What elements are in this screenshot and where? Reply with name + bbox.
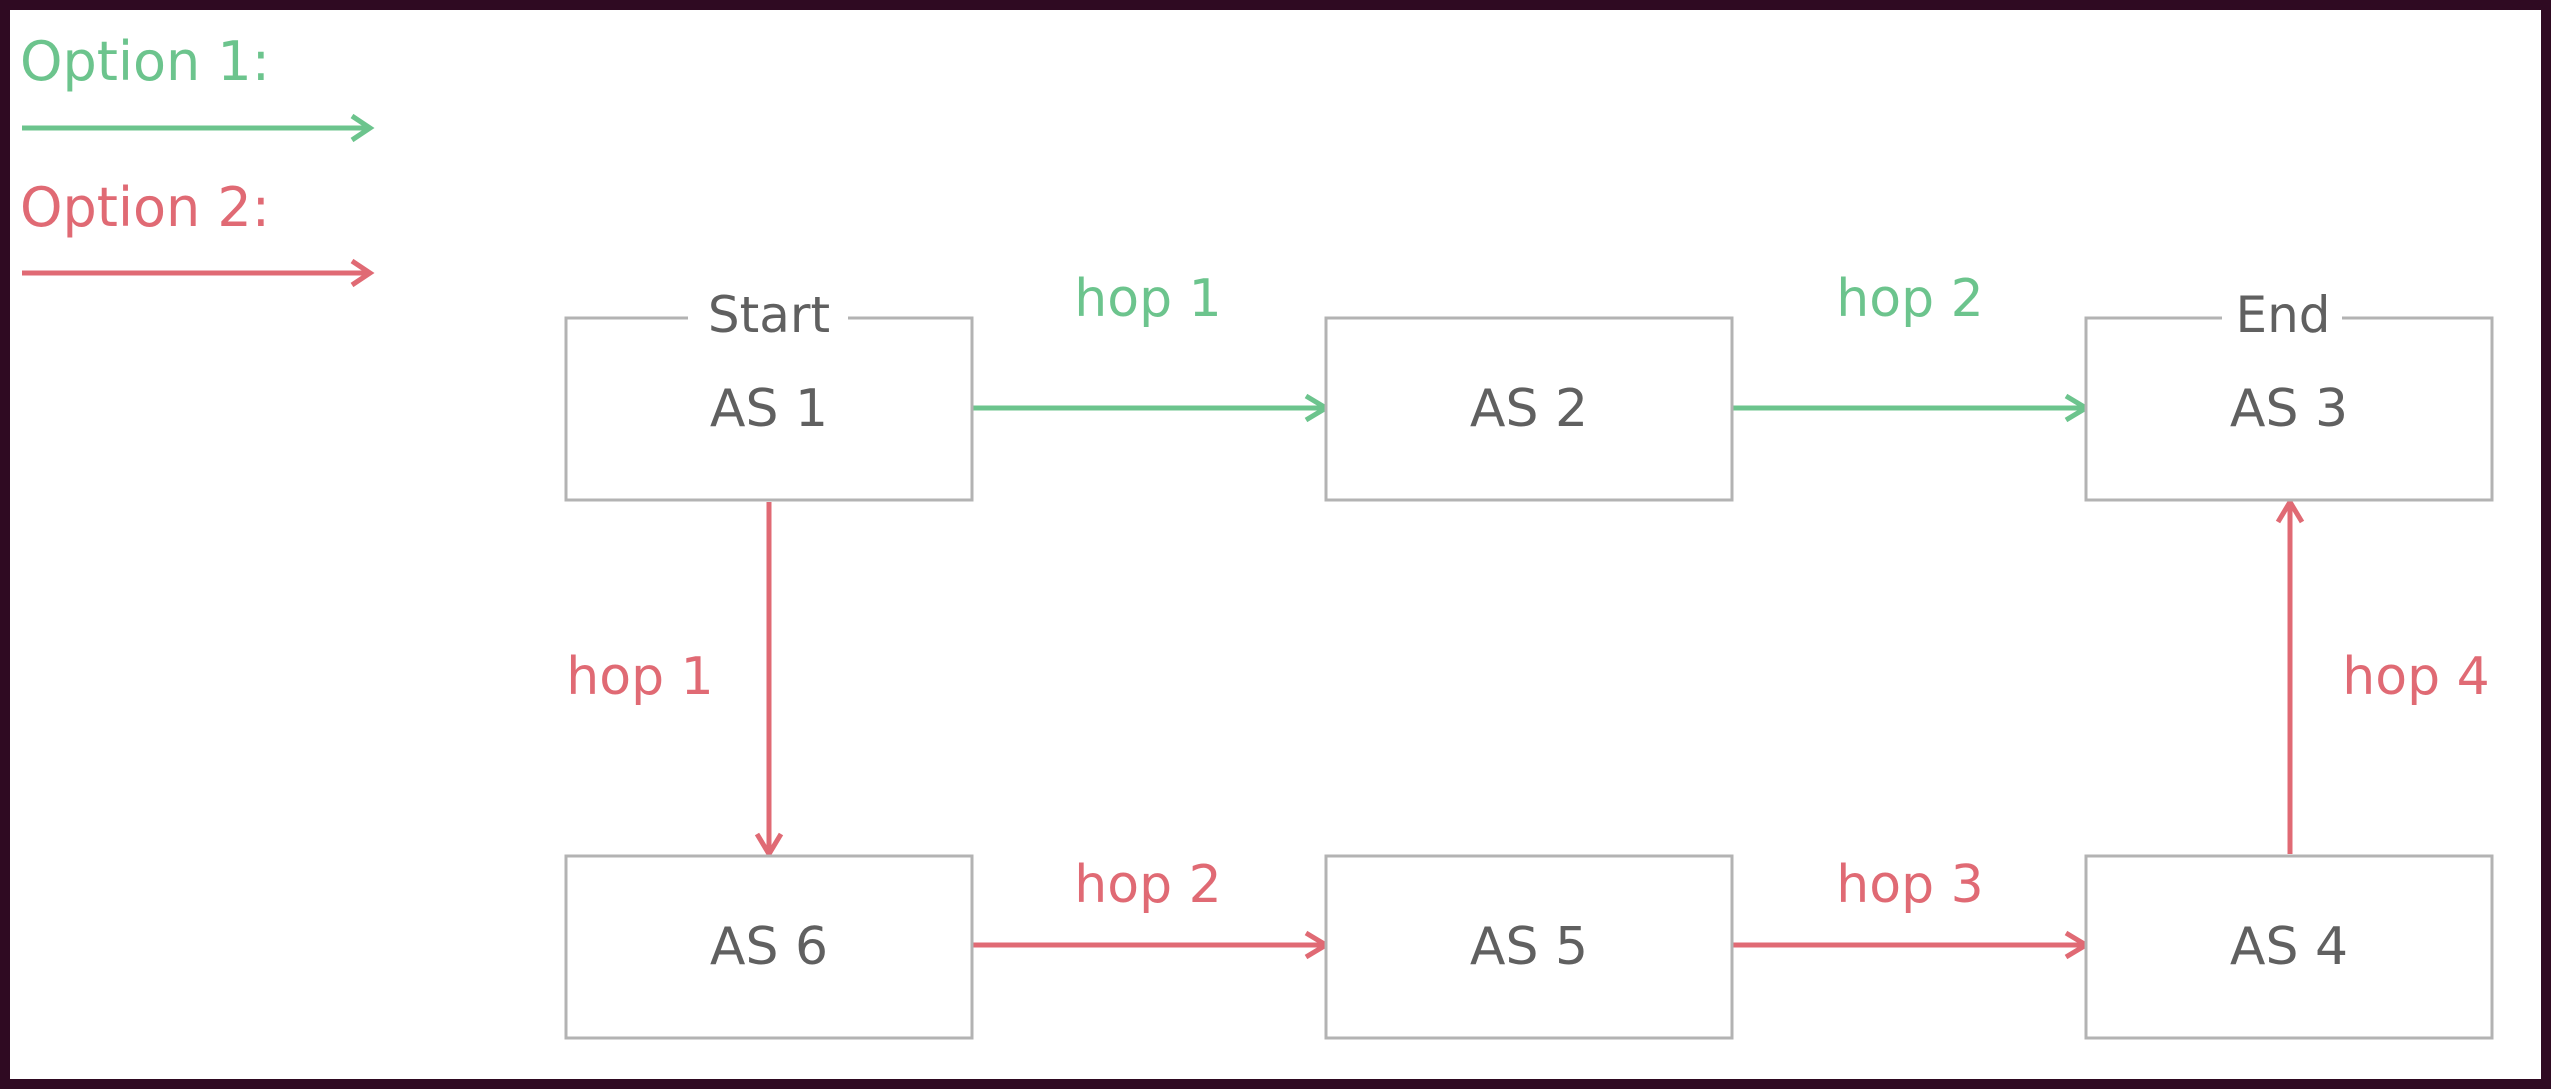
legend: Option 1: Option 2: bbox=[20, 30, 375, 288]
node-as5-box bbox=[1324, 854, 1734, 1040]
node-as2: AS 2 bbox=[1324, 316, 1734, 502]
option-1-path: hop 1 hop 2 bbox=[972, 269, 2091, 423]
node-as2-label: AS 2 bbox=[1470, 379, 1588, 439]
node-as5-label: AS 5 bbox=[1470, 917, 1588, 977]
node-as3-label: AS 3 bbox=[2230, 379, 2348, 439]
node-as2-box bbox=[1324, 316, 1734, 502]
node-as6: AS 6 bbox=[564, 854, 974, 1040]
edge-label-as5-as4: hop 3 bbox=[1836, 855, 1983, 915]
edge-label-as2-as3: hop 2 bbox=[1836, 269, 1983, 329]
legend-option-2-label: Option 2: bbox=[20, 176, 270, 239]
node-as6-box bbox=[564, 854, 974, 1040]
legend-option-1-label: Option 1: bbox=[20, 30, 270, 93]
node-as3-tag-bg bbox=[2222, 288, 2342, 344]
node-as1-label: AS 1 bbox=[710, 379, 828, 439]
arrowhead-as6 bbox=[754, 832, 784, 859]
node-as3-box bbox=[2084, 316, 2494, 502]
legend-option-2-arrowhead bbox=[350, 258, 375, 288]
node-as6-label: AS 6 bbox=[710, 917, 828, 977]
node-as4: AS 4 bbox=[2084, 854, 2494, 1040]
node-as4-box bbox=[2084, 854, 2494, 1040]
node-as5: AS 5 bbox=[1324, 854, 1734, 1040]
legend-option-1-arrowhead bbox=[350, 113, 375, 143]
edge-label-as6-as5: hop 2 bbox=[1074, 855, 1221, 915]
node-as1-box bbox=[564, 316, 974, 502]
edge-label-as1-as2: hop 1 bbox=[1074, 269, 1221, 329]
node-as1: Start AS 1 bbox=[564, 286, 974, 502]
node-as1-tag: Start bbox=[708, 286, 830, 344]
node-as3: End AS 3 bbox=[2084, 286, 2494, 502]
node-as3-tag: End bbox=[2235, 286, 2330, 344]
edge-label-as4-as3: hop 4 bbox=[2342, 647, 2489, 707]
node-as4-label: AS 4 bbox=[2230, 917, 2348, 977]
arrowhead-as3-from-as4 bbox=[2275, 497, 2305, 524]
node-as1-tag-bg bbox=[688, 288, 848, 344]
option-2-path: hop 1 hop 2 hop 3 hop 4 bbox=[566, 497, 2490, 960]
edge-label-as1-as6: hop 1 bbox=[566, 647, 713, 707]
